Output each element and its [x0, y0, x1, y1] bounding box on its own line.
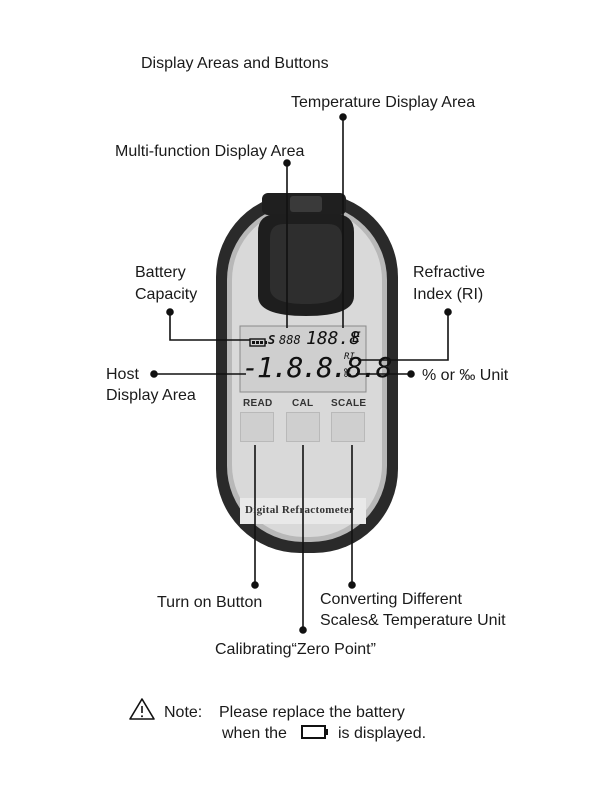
- lcd-temperature-digits: 188.8: [306, 328, 361, 349]
- lcd-main-digits: -1.8.8.8.8: [242, 351, 393, 384]
- label-multifunction-area: Multi-function Display Area: [115, 143, 305, 160]
- note-line-2-after: is displayed.: [338, 725, 427, 742]
- read-button-label: READ: [243, 398, 273, 409]
- leader-ri: [358, 312, 449, 361]
- label-battery-1: Battery: [135, 264, 186, 281]
- lcd-unit-mark: ‰: [344, 366, 352, 380]
- label-battery-2: Capacity: [135, 286, 198, 303]
- label-ri-1: Refractive: [413, 264, 486, 281]
- lcd-multifunction-digits: 888: [279, 333, 301, 347]
- page-title: Display Areas and Buttons: [141, 55, 329, 72]
- cal-button[interactable]: [286, 412, 320, 442]
- leader-battery: [169, 312, 250, 341]
- label-converting-2: Scales& Temperature Unit: [320, 612, 506, 629]
- brand-text: Digital Refractometer: [245, 504, 355, 516]
- label-unit: % or ‰ Unit: [422, 367, 509, 384]
- label-turn-on: Turn on Button: [157, 594, 263, 611]
- label-host-1: Host: [106, 366, 139, 383]
- lcd-screen: [239, 325, 367, 393]
- label-converting-1: Converting Different: [320, 591, 462, 608]
- note-prefix: Note:: [164, 704, 203, 721]
- label-temperature-area: Temperature Display Area: [291, 94, 476, 111]
- scale-button-label: SCALE: [331, 398, 367, 409]
- sample-well: [270, 224, 342, 304]
- battery-empty-icon: [301, 725, 326, 739]
- scale-button[interactable]: [331, 412, 365, 442]
- lcd-temperature-unit: E: [352, 330, 361, 346]
- read-button[interactable]: [240, 412, 274, 442]
- label-host-2: Display Area: [106, 387, 196, 404]
- label-calibrating: Calibrating“Zero Point”: [215, 641, 376, 658]
- hinge-knob: [290, 196, 322, 212]
- warning-icon: [129, 698, 155, 720]
- cal-button-label: CAL: [292, 398, 314, 409]
- note-line-2-before: when the: [222, 725, 287, 742]
- note-line-1: Please replace the battery: [219, 704, 405, 721]
- lcd-ri-mark: RI: [344, 352, 355, 362]
- label-ri-2: Index (RI): [413, 286, 484, 303]
- lcd-scale-letter: S: [268, 333, 276, 347]
